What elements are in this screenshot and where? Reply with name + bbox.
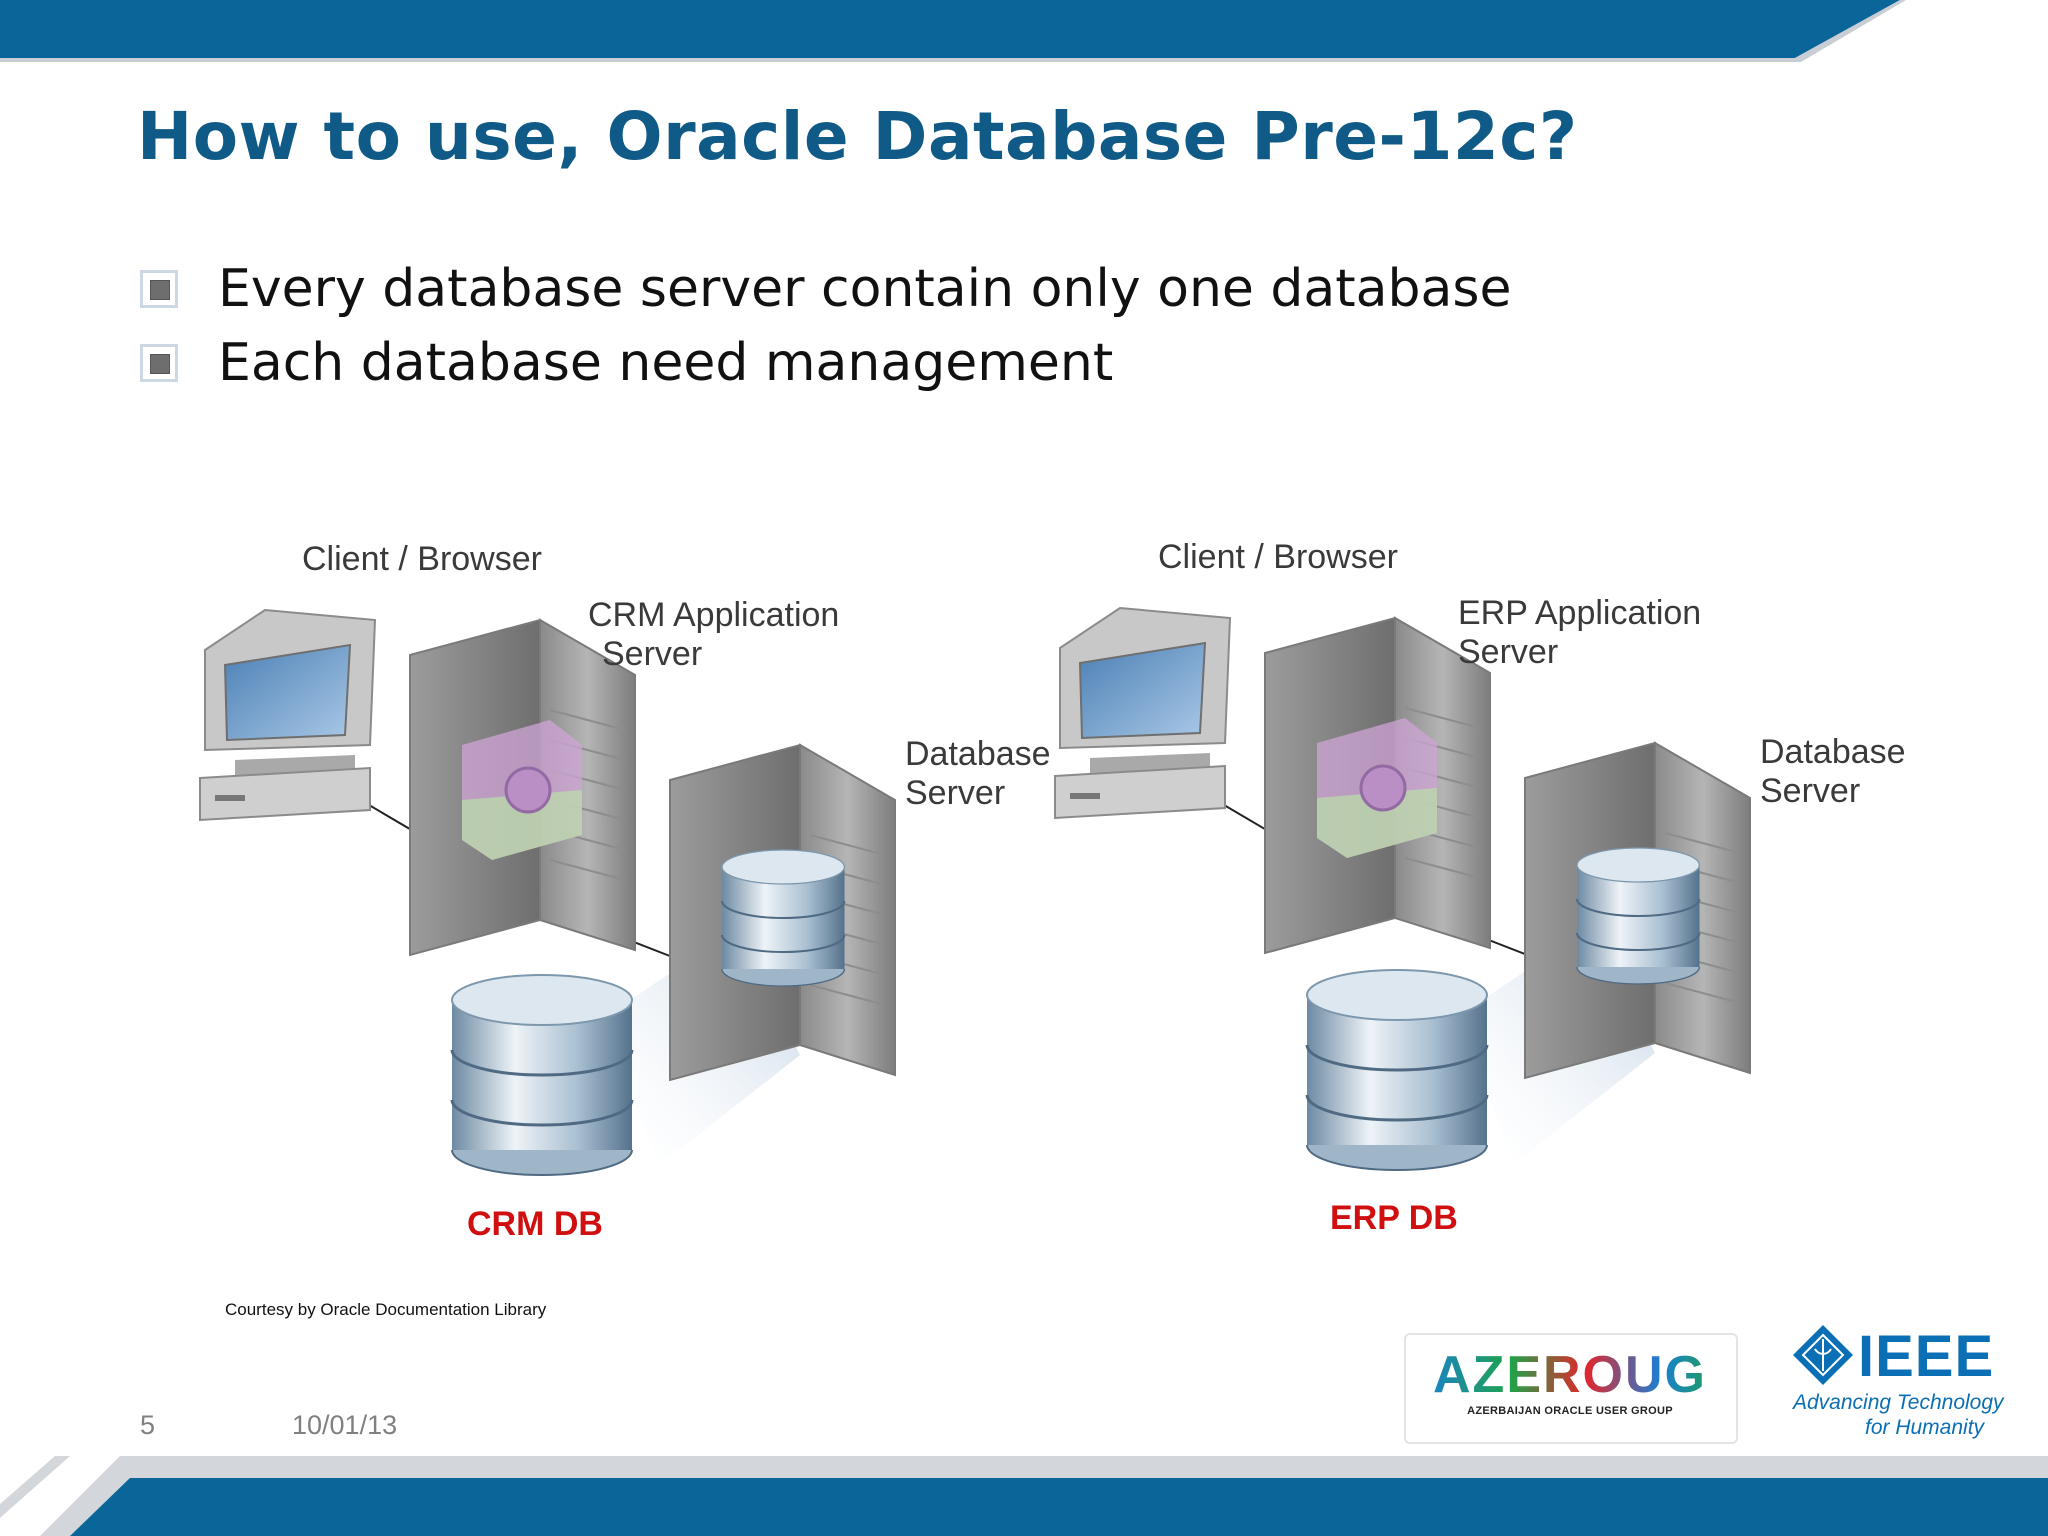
client-computer-icon bbox=[1054, 607, 1231, 819]
azeroug-wordmark: AZEROUG bbox=[1420, 1345, 1720, 1405]
ieee-wordmark: IEEE bbox=[1858, 1324, 1995, 1389]
courtesy-note: Courtesy by Oracle Documentation Library bbox=[225, 1300, 547, 1319]
app-container-icon bbox=[462, 720, 582, 860]
db-server-label: Server bbox=[905, 774, 1005, 812]
azeroug-subtitle: AZERBAIJAN ORACLE USER GROUP bbox=[1467, 1405, 1673, 1417]
bullet-text: Every database server contain only one d… bbox=[218, 259, 1512, 319]
db-server-label: Database bbox=[905, 735, 1051, 773]
slide-title: How to use, Oracle Database Pre-12c? bbox=[137, 98, 1578, 175]
server-disk-icon bbox=[1575, 846, 1701, 986]
ieee-diamond-icon bbox=[1793, 1325, 1853, 1385]
app-server-label: ERP Application bbox=[1458, 594, 1701, 632]
ieee-tagline: Advancing Technology bbox=[1793, 1391, 2004, 1414]
crm-deployment: Client / Browser CRM Application Server … bbox=[199, 540, 1051, 1243]
list-item: Every database server contain only one d… bbox=[140, 252, 1512, 326]
client-label: Client / Browser bbox=[1158, 538, 1398, 576]
db-name-label: CRM DB bbox=[467, 1205, 603, 1243]
app-server-label: CRM Application bbox=[588, 596, 839, 634]
db-server-label: Server bbox=[1760, 772, 1860, 810]
bullet-list: Every database server contain only one d… bbox=[140, 252, 1512, 400]
bottom-banner bbox=[0, 1456, 2048, 1536]
client-computer-icon bbox=[199, 609, 376, 821]
slide-date: 10/01/13 bbox=[292, 1410, 398, 1440]
db-name-label: ERP DB bbox=[1330, 1199, 1458, 1237]
database-cylinder-icon bbox=[1305, 968, 1489, 1172]
erp-deployment: Client / Browser ERP Application Server … bbox=[1054, 538, 1906, 1237]
app-container-icon bbox=[1317, 718, 1437, 858]
app-server-label: Server bbox=[1458, 633, 1558, 671]
bullet-text: Each database need management bbox=[218, 333, 1114, 393]
square-bullet-icon bbox=[140, 270, 178, 308]
db-server-label: Database bbox=[1760, 733, 1906, 771]
square-bullet-icon bbox=[140, 344, 178, 382]
server-disk-icon bbox=[720, 848, 846, 988]
top-banner bbox=[0, 0, 1906, 62]
slide-number: 5 bbox=[140, 1410, 156, 1440]
ieee-logo: IEEE Advancing Technology for Humanity bbox=[1785, 1323, 2005, 1453]
database-cylinder-icon bbox=[450, 973, 634, 1177]
azeroug-logo: AZEROUG AZERBAIJAN ORACLE USER GROUP bbox=[1404, 1333, 1738, 1444]
ieee-tagline: for Humanity bbox=[1865, 1416, 1985, 1439]
list-item: Each database need management bbox=[140, 326, 1512, 400]
client-label: Client / Browser bbox=[302, 540, 542, 578]
app-server-label: Server bbox=[602, 635, 702, 673]
